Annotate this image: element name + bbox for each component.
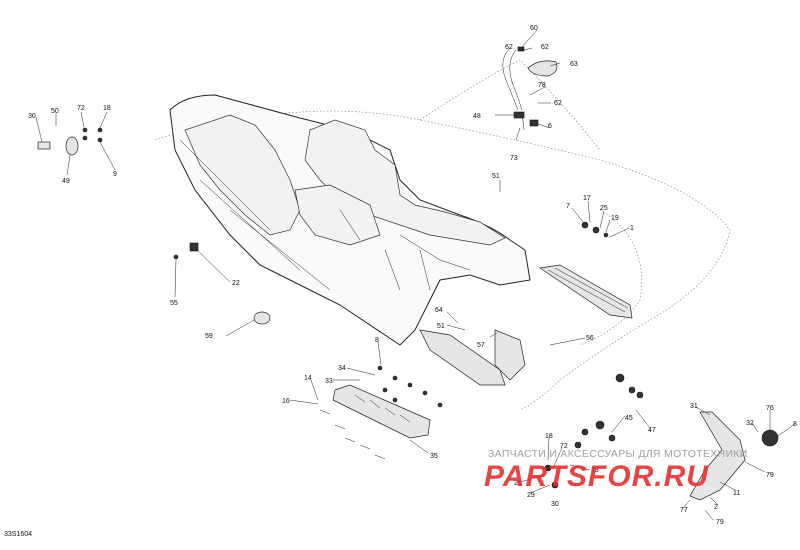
washer-18	[82, 135, 88, 141]
callout: 59	[205, 333, 213, 340]
cover-76	[761, 429, 779, 447]
callout: 8	[793, 421, 797, 428]
bushing-59	[253, 311, 271, 325]
diagram-code: 33S1604	[4, 531, 33, 538]
callout: 57	[477, 342, 485, 349]
callout: 16	[282, 398, 290, 405]
callout: 48	[473, 113, 481, 120]
lower-rail	[419, 329, 506, 386]
callout: 1	[630, 225, 634, 232]
fastener-cluster-right	[544, 373, 644, 489]
callout: 25	[600, 205, 608, 212]
callout: 2	[714, 504, 718, 511]
intake-grate	[332, 384, 431, 439]
callout: 62	[554, 100, 562, 107]
callout: 11	[733, 490, 740, 497]
clip-60	[517, 46, 525, 52]
grab-handle	[689, 411, 746, 501]
callout: 60	[530, 25, 538, 32]
hull-outline-dashed	[154, 59, 731, 411]
callout: 51	[492, 173, 500, 180]
callout: 76	[766, 405, 774, 412]
storage-bin	[294, 184, 381, 246]
callout: 30	[551, 501, 559, 508]
callout: 14	[304, 375, 312, 382]
plug-22	[189, 242, 199, 252]
fitting-6	[529, 119, 539, 127]
callout: 31	[690, 403, 698, 410]
watermark-logo: PARTSFOR.RU	[484, 460, 709, 493]
callout: 79	[766, 472, 774, 479]
callout: 56	[586, 335, 594, 342]
screw-55	[173, 254, 179, 260]
callout: 34	[338, 365, 346, 372]
nut-b	[97, 137, 103, 143]
callout: 29	[527, 492, 535, 499]
gauge-49	[65, 136, 79, 156]
callout: 9	[113, 171, 117, 178]
nut-a	[97, 127, 103, 133]
callout: 72	[560, 443, 568, 450]
callout: 50	[51, 108, 59, 115]
callout: 62	[505, 44, 513, 51]
watermark-caption: ЗАПЧАСТИ И АКСЕССУАРЫ ДЛЯ МОТОТЕХНИКИ	[488, 448, 748, 460]
callout: 26	[514, 480, 522, 487]
washer-72	[82, 127, 88, 133]
mount-block	[494, 329, 526, 381]
callout: 47	[648, 427, 656, 434]
callout: 33	[591, 467, 599, 474]
bolt-30	[37, 141, 51, 150]
plate-63	[527, 60, 558, 77]
callout: 79	[716, 519, 724, 526]
callout: 45	[625, 415, 633, 422]
fastener-cluster-left	[319, 409, 386, 460]
callout: 6	[548, 123, 552, 130]
leader-lines	[35, 29, 796, 521]
footwell	[184, 114, 301, 236]
callout: 49	[62, 178, 70, 185]
callout: 7	[566, 203, 570, 210]
callout: 18	[545, 433, 553, 440]
callout: 64	[435, 307, 443, 314]
callout: 17	[583, 195, 591, 202]
callout: 19	[611, 215, 619, 222]
callout: 63	[570, 61, 578, 68]
callout: 22	[232, 280, 240, 287]
callout: 55	[170, 300, 178, 307]
callout: 33	[325, 378, 333, 385]
callout: 62	[541, 44, 549, 51]
callout: 30	[28, 113, 36, 120]
fitting-48	[513, 111, 525, 119]
rail-detail	[547, 267, 629, 313]
callout: 8	[375, 337, 379, 344]
callout: 32	[746, 420, 754, 427]
callout: 72	[77, 105, 85, 112]
callout: 51	[437, 323, 445, 330]
callout-labels: 60 62 62 63 78 62 48 6 73 30 50 72 18 49…	[28, 25, 797, 526]
callout: 73	[510, 155, 518, 162]
callout: 18	[103, 105, 111, 112]
callout: 77	[680, 507, 688, 514]
fastener-cluster-center	[377, 365, 443, 408]
fastener-cluster-17	[581, 221, 609, 238]
callout: 35	[430, 453, 438, 460]
callout: 78	[538, 82, 546, 89]
grate-slots	[354, 394, 411, 423]
hull-inner-lines	[179, 139, 471, 291]
